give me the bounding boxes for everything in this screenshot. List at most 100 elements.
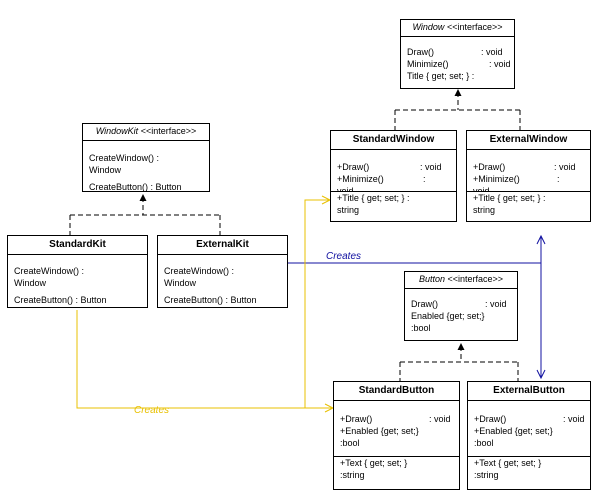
windowkit-inheritance bbox=[69, 197, 221, 235]
button-interface-ops: Draw() : void Enabled {get; set;} :bool bbox=[405, 289, 517, 336]
op-type: : bbox=[423, 174, 426, 184]
standard-kit-header: StandardKit bbox=[8, 236, 147, 255]
button-inheritance bbox=[399, 346, 519, 381]
external-button-ops: +Draw() : void +Enabled {get; set;} :bool bbox=[468, 401, 590, 457]
prop-name: +Title { get; set; } : bbox=[337, 193, 410, 203]
standard-window-ops: +Draw(): void +Minimize(): void bbox=[331, 150, 456, 192]
button-interface-stereotype: <<interface>> bbox=[447, 274, 504, 284]
prop-row: string bbox=[473, 204, 586, 216]
op-row: void bbox=[473, 185, 586, 192]
op-name: Title { get; set; } : bbox=[407, 71, 475, 81]
external-window-props: +Title { get; set; } : string bbox=[467, 192, 590, 221]
button-inherit-arrowhead bbox=[457, 343, 465, 350]
op-line: CreateWindow() : bbox=[89, 153, 160, 163]
op-row: void bbox=[337, 185, 452, 192]
prop-name: +Title { get; set; } : bbox=[473, 193, 546, 203]
op-line: CreateWindow() : bbox=[164, 266, 235, 276]
op-name: :bool bbox=[411, 323, 431, 333]
window-inheritance bbox=[394, 92, 521, 130]
op-row: +Draw() : void bbox=[474, 413, 586, 425]
op-name: +Draw() bbox=[474, 414, 507, 424]
button-interface-header: Button <<interface>> bbox=[405, 272, 517, 289]
op-name: void bbox=[473, 186, 490, 192]
windowkit-interface-header: WindowKit <<interface>> bbox=[83, 124, 209, 141]
op-line: CreateButton() : Button bbox=[164, 295, 257, 305]
op-name: Enabled {get; set;} bbox=[411, 311, 485, 321]
op-row: +Enabled {get; set;} bbox=[340, 425, 455, 437]
windowkit-inherit-arrowhead bbox=[139, 194, 147, 201]
prop-name: +Text { get; set; } bbox=[474, 458, 542, 468]
op-row: +Enabled {get; set;} bbox=[474, 425, 586, 437]
button-interface-name: Button bbox=[418, 274, 445, 284]
standard-window-box: StandardWindow +Draw(): void +Minimize()… bbox=[330, 130, 457, 222]
op-line: CreateButton() : Button bbox=[89, 182, 182, 192]
prop-row: :string bbox=[340, 469, 455, 481]
op-type: : void bbox=[481, 47, 503, 57]
op-name: :bool bbox=[340, 438, 360, 448]
standard-button-header: StandardButton bbox=[334, 382, 459, 401]
prop-name: +Text { get; set; } bbox=[340, 458, 408, 468]
op-name: +Minimize() bbox=[337, 174, 384, 184]
op-row: :bool bbox=[474, 437, 586, 449]
prop-row: +Text { get; set; } bbox=[340, 457, 455, 469]
op-row: Title { get; set; } : bbox=[407, 70, 510, 82]
prop-row: +Title { get; set; } : bbox=[337, 192, 452, 204]
op-name: +Enabled {get; set;} bbox=[340, 426, 419, 436]
standard-kit-ops: CreateWindow() : Window CreateButton() :… bbox=[8, 255, 147, 307]
op-name: Draw() bbox=[411, 299, 438, 309]
standard-button-props: +Text { get; set; } :string bbox=[334, 457, 459, 483]
windowkit-interface-stereotype: <<interface>> bbox=[140, 126, 197, 136]
external-window-box: ExternalWindow +Draw(): void +Minimize()… bbox=[466, 130, 591, 222]
external-button-props: +Text { get; set; } :string bbox=[468, 457, 590, 483]
op-name: +Enabled {get; set;} bbox=[474, 426, 553, 436]
external-button-header: ExternalButton bbox=[468, 382, 590, 401]
prop-name: :string bbox=[474, 470, 499, 480]
creates-blue-connector bbox=[288, 234, 546, 380]
op-line: CreateWindow() : bbox=[14, 266, 85, 276]
windowkit-interface-name: WindowKit bbox=[95, 126, 139, 136]
op-line: CreateButton() : Button bbox=[14, 295, 107, 305]
op-name: +Minimize() bbox=[473, 174, 520, 184]
prop-row: string bbox=[337, 204, 452, 216]
external-kit-ops: CreateWindow() : Window CreateButton() :… bbox=[158, 255, 287, 307]
op-row: Draw() : void bbox=[407, 46, 510, 58]
standard-button-ops: +Draw(): void +Enabled {get; set;} :bool bbox=[334, 401, 459, 457]
op-type: : void bbox=[563, 414, 585, 424]
op-type: : void bbox=[485, 299, 507, 309]
window-inherit-arrowhead bbox=[454, 89, 462, 96]
window-interface-stereotype: <<interface>> bbox=[446, 22, 503, 32]
prop-row: :string bbox=[474, 469, 586, 481]
op-row: +Draw() : void bbox=[473, 161, 586, 173]
op-row: Draw() : void bbox=[411, 298, 513, 310]
op-type: : void bbox=[420, 162, 442, 172]
standard-window-header: StandardWindow bbox=[331, 131, 456, 150]
op-name: Minimize() bbox=[407, 59, 449, 69]
op-name: Draw() bbox=[407, 47, 434, 57]
op-name: :bool bbox=[474, 438, 494, 448]
op-row: +Minimize(): bbox=[337, 173, 452, 185]
op-type: : void bbox=[554, 162, 576, 172]
op-line: Window bbox=[164, 278, 197, 288]
windowkit-interface-box: WindowKit <<interface>> CreateWindow() :… bbox=[82, 123, 210, 192]
creates-blue-label: Creates bbox=[326, 251, 362, 262]
op-name: void bbox=[337, 186, 354, 192]
window-interface-box: Window <<interface>> Draw() : void Minimi… bbox=[400, 19, 515, 89]
op-row: Enabled {get; set;} bbox=[411, 310, 513, 322]
external-window-ops: +Draw(): void +Minimize(): void bbox=[467, 150, 590, 192]
prop-name: string bbox=[337, 205, 360, 215]
prop-row: +Title { get; set; } : bbox=[473, 192, 586, 204]
op-type: : bbox=[557, 174, 560, 184]
op-row: +Minimize(): bbox=[473, 173, 586, 185]
op-row: :bool bbox=[340, 437, 455, 449]
window-interface-ops: Draw() : void Minimize() : void Title { ge… bbox=[401, 37, 514, 84]
op-name: +Draw() bbox=[473, 162, 506, 172]
window-interface-name: Window bbox=[412, 22, 445, 32]
windowkit-interface-ops: CreateWindow() : Window CreateButton() :… bbox=[83, 141, 209, 192]
op-type: : void bbox=[489, 59, 511, 69]
external-kit-box: ExternalKit CreateWindow() : Window Crea… bbox=[157, 235, 288, 308]
op-row: Minimize() : void bbox=[407, 58, 511, 70]
prop-row: +Text { get; set; } bbox=[474, 457, 586, 469]
standard-button-box: StandardButton +Draw(): void +Enabled {g… bbox=[333, 381, 460, 490]
window-interface-header: Window <<interface>> bbox=[401, 20, 514, 37]
